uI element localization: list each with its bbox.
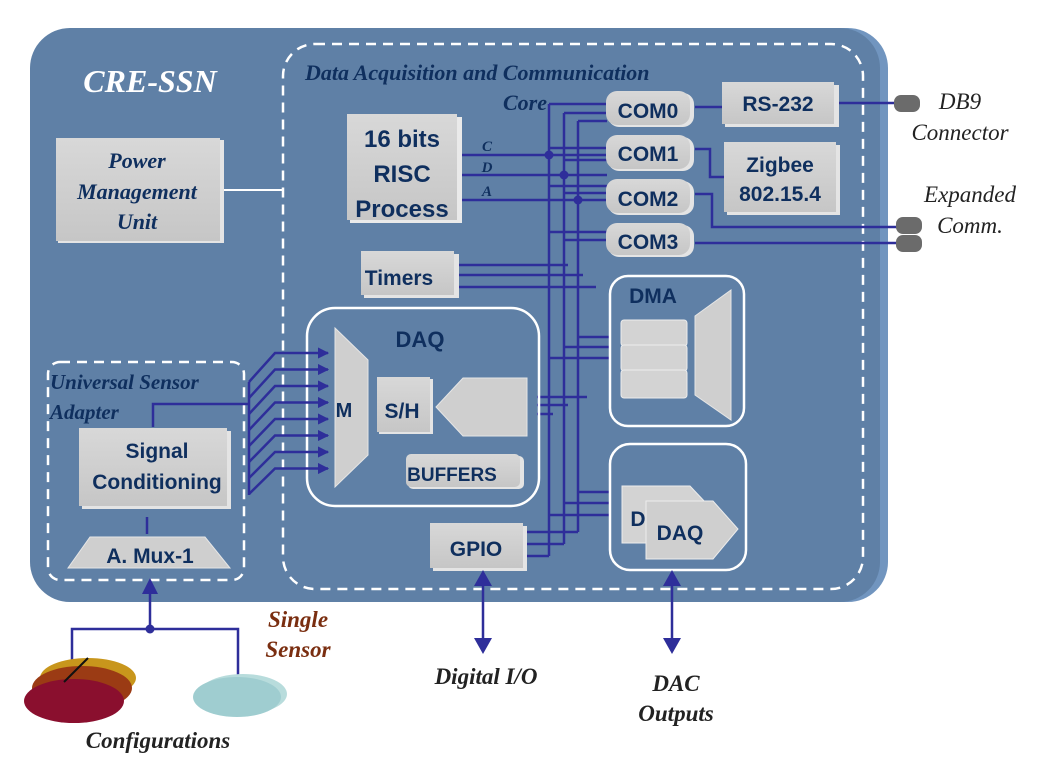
mux-label: M xyxy=(336,400,353,422)
rs232-block: RS-232 xyxy=(722,82,839,127)
single-sensor-label-2: Sensor xyxy=(265,637,331,662)
com-ports: COM0 COM1 COM2 COM3 xyxy=(606,91,694,257)
risc-processor-block: 16 bits RISC Process xyxy=(347,114,462,223)
multi-sensor-icon xyxy=(24,657,136,723)
bottom-arrows xyxy=(142,570,681,654)
mux-input-channel xyxy=(248,363,330,399)
analog-fanout xyxy=(247,347,330,495)
dma-group: DMA xyxy=(608,274,746,428)
analog-mux-block: A. Mux-1 xyxy=(67,536,232,569)
risc-label-1: 16 bits xyxy=(364,126,440,153)
mux-input-channel xyxy=(248,462,330,495)
dac-outputs-label-2: Outputs xyxy=(638,701,713,726)
risc-label-2: RISC xyxy=(373,161,430,188)
sh-label: S/H xyxy=(384,400,419,423)
power-management-block: Power Management Unit xyxy=(56,138,224,243)
signal-cond-label-1: Signal xyxy=(125,440,188,463)
bus-label-a: A xyxy=(481,184,492,200)
adc-shape xyxy=(435,377,528,437)
signal-conditioning-block: Signal Conditioning xyxy=(79,428,231,509)
digital-io-label: Digital I/O xyxy=(434,664,538,689)
single-sensor-label-1: Single xyxy=(268,607,328,632)
power-label-3: Unit xyxy=(117,209,158,234)
usa-title-2: Adapter xyxy=(48,400,120,424)
expanded-comm-connector-icon xyxy=(896,217,922,252)
panel-title: CRE-SSN xyxy=(83,63,218,99)
daq-group-title: DAQ xyxy=(396,327,445,352)
expanded-label-1: Expanded xyxy=(923,182,1016,207)
mux-input-channel xyxy=(248,429,330,463)
com-external-links xyxy=(695,101,900,245)
dac-outputs-label-1: DAC xyxy=(651,671,700,696)
sensor-tree xyxy=(70,627,240,683)
sc-control-line xyxy=(151,402,248,427)
amux-label: A. Mux-1 xyxy=(106,545,194,568)
multiplexer-shape xyxy=(334,326,369,489)
com0-port: COM0 xyxy=(606,91,694,127)
zigbee-label-2: 802.15.4 xyxy=(739,183,821,206)
bus-label-c: C xyxy=(482,139,493,155)
com3-port: COM3 xyxy=(606,223,694,257)
dma-mux-shape xyxy=(694,289,732,421)
mux-input-channel xyxy=(248,380,330,415)
single-sensor-icon xyxy=(193,674,287,717)
mux-input-channel xyxy=(248,446,330,479)
signal-cond-label-2: Conditioning xyxy=(92,471,221,494)
timers-label: Timers xyxy=(365,267,434,290)
risc-label-3: Process xyxy=(355,196,448,223)
com1-port: COM1 xyxy=(606,135,694,171)
gpio-block: GPIO xyxy=(430,523,527,571)
com2-port: COM2 xyxy=(606,179,694,215)
mux-input-channel xyxy=(248,347,330,383)
com0-label: COM0 xyxy=(618,100,679,123)
configurations-label: Configurations xyxy=(86,728,230,753)
zigbee-label-1: Zigbee xyxy=(746,154,814,177)
zigbee-block: Zigbee 802.15.4 xyxy=(724,142,840,215)
bus-junctions xyxy=(544,150,583,205)
timers-block: Timers xyxy=(361,251,459,298)
core-title-2: Core xyxy=(503,90,547,115)
dac-group: D DAQ xyxy=(608,442,748,572)
dac-front-label: DAQ xyxy=(657,522,704,545)
buffers-label: BUFFERS xyxy=(407,465,497,486)
expanded-label-2: Comm. xyxy=(937,213,1003,238)
daq-group: DAQ M S/H BUFFERS xyxy=(305,306,541,508)
mux-input-channel xyxy=(248,413,330,447)
core-title: Data Acquisition and Communication xyxy=(304,60,650,85)
usa-boundary xyxy=(46,360,246,582)
gpio-label: GPIO xyxy=(450,538,503,561)
core-boundary xyxy=(281,42,865,591)
com3-label: COM3 xyxy=(618,231,679,254)
com1-label: COM1 xyxy=(618,143,679,166)
rs232-label: RS-232 xyxy=(742,93,813,116)
db9-label-1: DB9 xyxy=(938,89,982,114)
dma-title: DMA xyxy=(629,285,677,308)
sensor-junction xyxy=(145,624,155,634)
dac-back-label: D xyxy=(630,508,645,531)
system-bus xyxy=(456,102,610,558)
mux-input-channel xyxy=(248,396,330,431)
db9-connector-icon xyxy=(894,95,920,112)
com2-label: COM2 xyxy=(618,188,679,211)
db9-label-2: Connector xyxy=(911,120,1009,145)
power-label-2: Management xyxy=(76,179,198,204)
bus-label-d: D xyxy=(481,160,493,176)
usa-title-1: Universal Sensor xyxy=(50,370,200,394)
power-label-1: Power xyxy=(107,148,166,173)
